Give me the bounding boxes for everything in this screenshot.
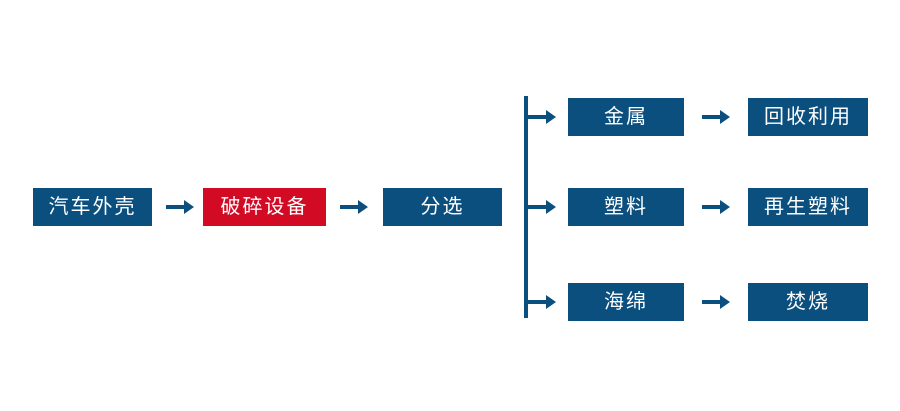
arrow-branch-to-sponge [528,292,556,312]
arrow-crusher-to-sorting [340,197,368,217]
node-metal-recycle-use[interactable]: 回收利用 [748,98,868,136]
arrow-metal-to-recycle [702,107,730,127]
node-sponge[interactable]: 海绵 [568,283,684,321]
node-incineration[interactable]: 焚烧 [748,283,868,321]
node-plastic[interactable]: 塑料 [568,188,684,226]
arrow-input-to-crusher [166,197,194,217]
node-input-car-shell[interactable]: 汽车外壳 [33,188,152,226]
node-crushing-equipment[interactable]: 破碎设备 [203,188,326,226]
arrow-sponge-to-incineration [702,292,730,312]
arrow-branch-to-metal [528,107,556,127]
arrow-plastic-to-recycled-plastic [702,197,730,217]
arrow-branch-to-plastic [528,197,556,217]
node-sorting[interactable]: 分选 [383,188,502,226]
node-metal[interactable]: 金属 [568,98,684,136]
branch-split-line [524,96,528,318]
node-recycled-plastic[interactable]: 再生塑料 [748,188,868,226]
